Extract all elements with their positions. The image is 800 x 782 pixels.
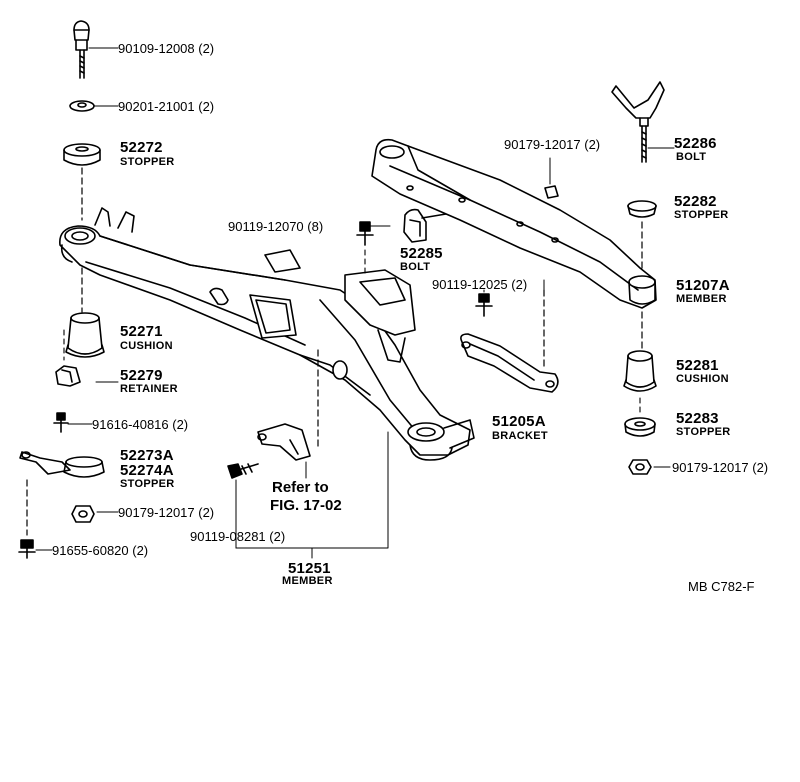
label-52285: 52285 [400, 245, 443, 262]
label-52283-name: STOPPER [676, 426, 731, 438]
stopper-52282-drawing [627, 200, 657, 218]
label-91655-60820: 91655-60820 (2) [52, 543, 149, 558]
label-52271: 52271 [120, 323, 163, 340]
cushion-52271-drawing [65, 312, 105, 358]
label-52282: 52282 [674, 193, 717, 210]
leader-line [235, 431, 389, 549]
label-51251-name: MEMBER [282, 575, 333, 587]
label-52271-name: CUSHION [120, 340, 173, 352]
bolt-52286-drawing [611, 81, 675, 163]
label-52273a-name: STOPPER [120, 478, 175, 490]
stopper-52272-drawing [63, 143, 101, 166]
label-51207a-name: MEMBER [676, 293, 727, 305]
bolt-90119-08281-drawing [227, 463, 259, 479]
bracket-51205a-drawing [460, 333, 559, 393]
label-52285-name: BOLT [400, 261, 431, 273]
bolt-91655-drawing [18, 539, 36, 559]
label-52279-name: RETAINER [120, 383, 178, 395]
label-51205a-name: BRACKET [492, 430, 548, 442]
member-51251-drawing [59, 207, 475, 461]
label-90201-21001: 90201-21001 (2) [118, 99, 215, 114]
label-90179-12017-right: 90179-12017 (2) [672, 460, 769, 475]
label-52282-name: STOPPER [674, 209, 729, 221]
retainer-52279-drawing [55, 365, 81, 387]
nut-90179-top-drawing [544, 185, 559, 199]
label-52272-name: STOPPER [120, 156, 175, 168]
bolt-90119-12070-drawing [356, 221, 374, 246]
bolt-90119-12025-drawing [475, 293, 493, 317]
label-52274a: 52274A [120, 462, 174, 479]
label-90109-12008: 90109-12008 (2) [118, 41, 215, 56]
label-91616-40816: 91616-40816 (2) [92, 417, 189, 432]
nut-90179-left-drawing [71, 505, 95, 523]
refer-to-label: Refer to [272, 479, 329, 496]
label-90119-08281: 90119-08281 (2) [190, 529, 286, 544]
member-51207a-drawing [371, 138, 657, 309]
label-90179-12017-left: 90179-12017 (2) [118, 505, 215, 520]
label-52283: 52283 [676, 410, 719, 427]
label-52281: 52281 [676, 357, 719, 374]
cushion-52281-drawing [623, 350, 657, 392]
label-51251: 51251 [288, 560, 331, 577]
label-52279: 52279 [120, 367, 163, 384]
label-51207a: 51207A [676, 277, 730, 294]
label-52272: 52272 [120, 139, 163, 156]
diagram-code: MB C782-F [688, 579, 755, 594]
stopper-52283-drawing [624, 417, 656, 437]
label-90119-12070: 90119-12070 (8) [228, 219, 324, 234]
label-90119-12025: 90119-12025 (2) [432, 277, 528, 292]
nut-90179-right-drawing [628, 459, 652, 475]
bolt-91616-drawing [53, 412, 69, 433]
stopper-52273a-drawing [19, 451, 105, 478]
label-52286-name: BOLT [676, 151, 707, 163]
label-52286: 52286 [674, 135, 717, 152]
bolt-90109-drawing [73, 20, 119, 79]
refer-fig-label: FIG. 17-02 [270, 497, 342, 514]
label-52281-name: CUSHION [676, 373, 729, 385]
label-52273a: 52273A [120, 447, 174, 464]
bolt-52285-drawing [403, 208, 447, 243]
label-90179-12017-top: 90179-12017 (2) [504, 137, 601, 152]
mount-bracket-drawing [257, 423, 311, 461]
label-51205a: 51205A [492, 413, 546, 430]
washer-90201-drawing [69, 100, 119, 112]
